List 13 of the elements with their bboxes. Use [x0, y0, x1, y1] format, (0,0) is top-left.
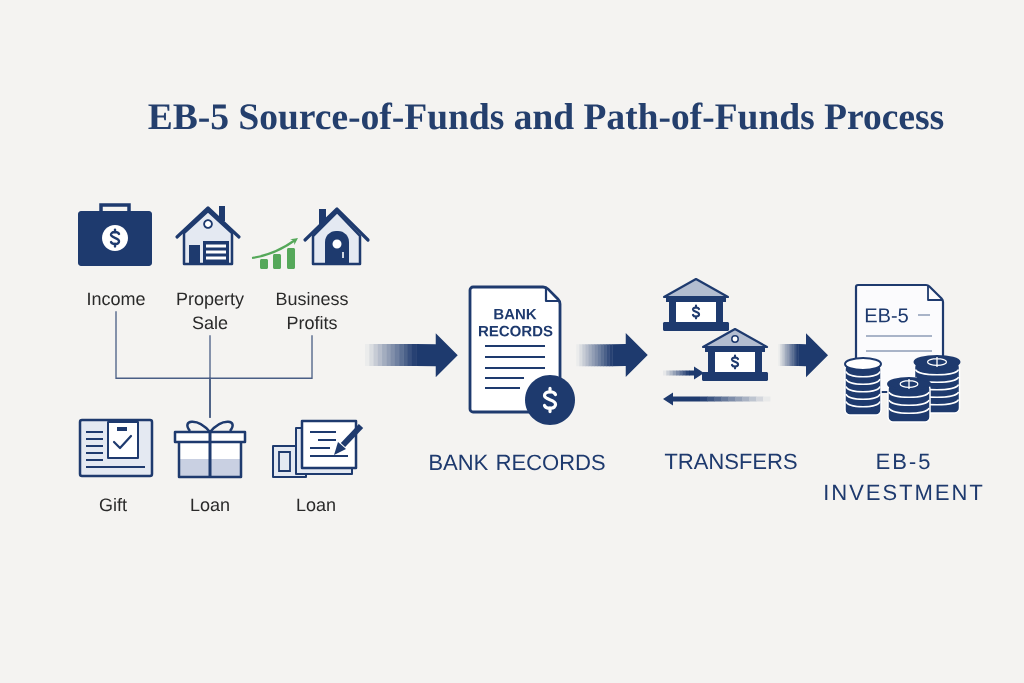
document: BANK RECORDS	[468, 285, 562, 414]
labeled-icon: Income	[78, 203, 152, 306]
step-label: EB-5 INVESTMENT	[825, 453, 983, 501]
step-label: BANK RECORDS	[430, 454, 605, 471]
block-arrow	[365, 333, 458, 378]
labeled-icon: Property Sale	[175, 206, 244, 330]
title: EB-5 Source-of-Funds and Path-of-Funds Process	[148, 102, 944, 130]
connector-line	[209, 334, 313, 419]
block-arrow	[576, 333, 648, 377]
step-label: TRANSFERS	[664, 453, 797, 470]
bank-transfer-icon	[662, 277, 771, 406]
labeled-icon: Gift	[78, 418, 154, 512]
block-arrow	[778, 333, 828, 378]
